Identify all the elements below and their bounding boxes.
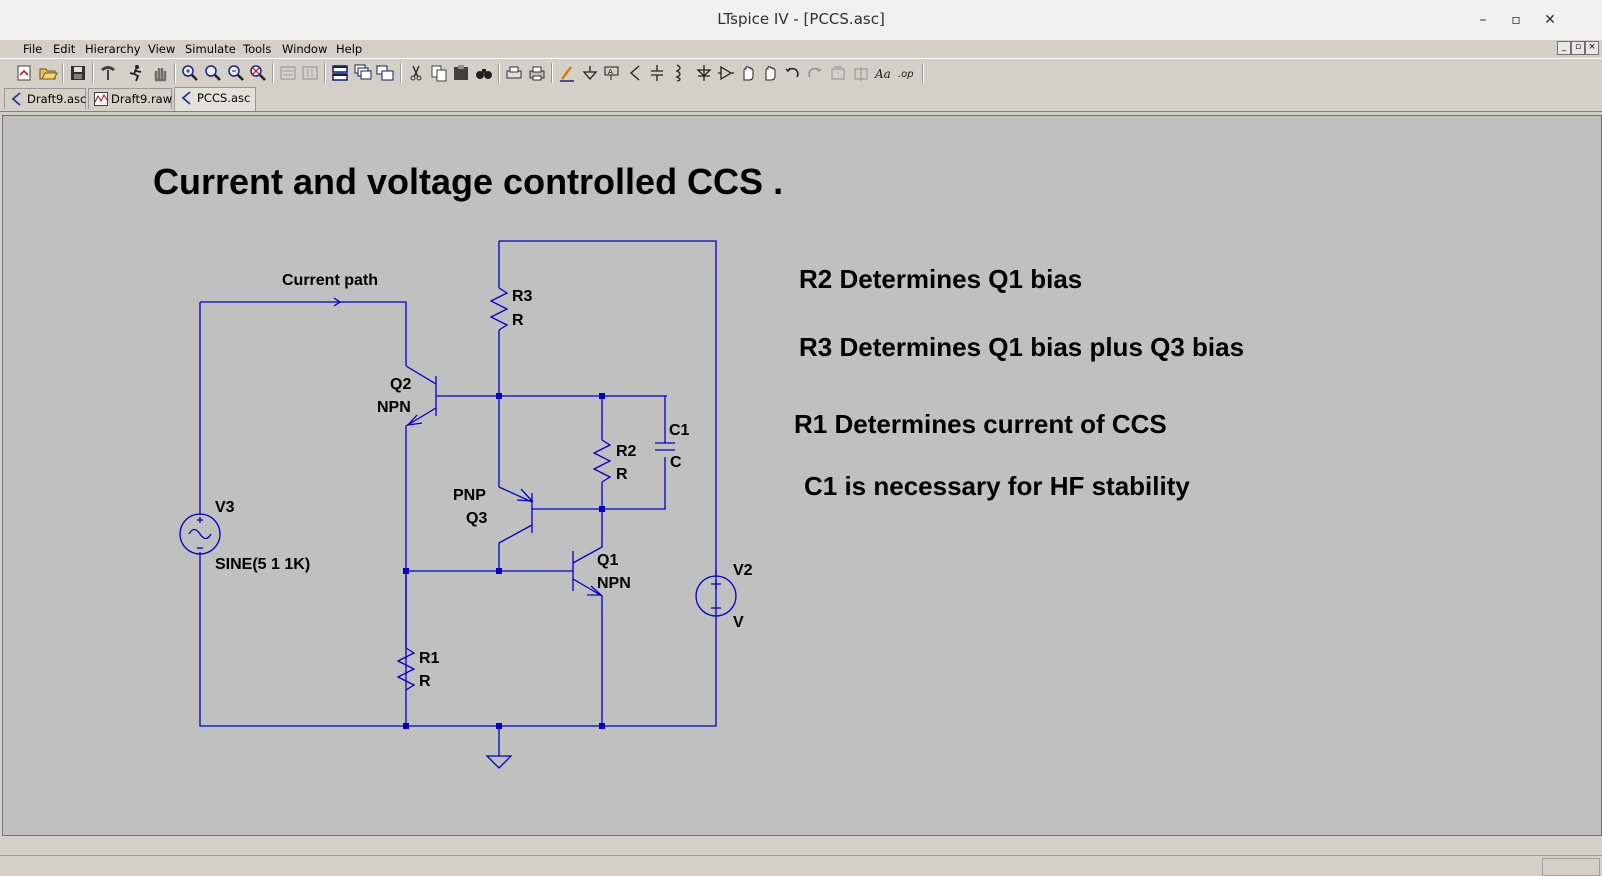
menu-window[interactable]: Window [282, 42, 328, 56]
current-path-label: Current path [282, 272, 378, 289]
schematic-heading: Current and voltage controlled CCS . [153, 161, 784, 202]
component-icon[interactable] [716, 63, 736, 83]
document-tabs: Draft9.asc Draft9.raw PCCS.asc [0, 87, 1602, 112]
svg-text:Aa: Aa [874, 67, 891, 81]
draw-wire-icon[interactable] [557, 63, 577, 83]
title-bar: LTspice IV - [PCCS.asc] – ▫ ✕ [0, 0, 1602, 41]
redo-icon[interactable] [805, 63, 825, 83]
tile-vertical-icon[interactable] [375, 63, 395, 83]
menu-file[interactable]: File [23, 42, 43, 56]
paste-icon[interactable] [451, 63, 471, 83]
v3-value[interactable]: SINE(5 1 1K) [215, 556, 311, 573]
note-c1: C1 is necessary for HF stability [804, 471, 1190, 501]
tab-draft9-raw[interactable]: Draft9.raw [88, 88, 172, 109]
window-title: LTspice IV - [PCCS.asc] [717, 10, 885, 28]
menu-hierarchy[interactable]: Hierarchy [85, 42, 141, 56]
autorange-x-icon[interactable] [278, 63, 298, 83]
q2-type[interactable]: NPN [377, 399, 411, 416]
halt-icon[interactable] [150, 63, 170, 83]
minimize-button[interactable]: – [1479, 12, 1487, 28]
r3-name[interactable]: R3 [512, 288, 533, 305]
pan-icon[interactable] [203, 63, 223, 83]
new-schematic-icon[interactable] [14, 63, 34, 83]
menu-view[interactable]: View [148, 42, 176, 56]
print-preview-icon[interactable] [504, 63, 524, 83]
drag-icon[interactable] [760, 63, 780, 83]
ground-icon[interactable] [580, 63, 600, 83]
tab-label: Draft9.asc [27, 92, 87, 106]
r3-value[interactable]: R [512, 312, 524, 329]
schematic-wires [179, 240, 737, 769]
inductor-icon[interactable] [669, 63, 689, 83]
q2-name[interactable]: Q2 [390, 376, 412, 393]
resistor-icon[interactable] [625, 63, 645, 83]
label-net-icon[interactable]: A [602, 63, 622, 83]
open-icon[interactable] [38, 63, 58, 83]
print-icon[interactable] [527, 63, 547, 83]
find-icon[interactable] [474, 63, 494, 83]
q3-name[interactable]: Q3 [466, 510, 488, 527]
autorange-y-icon[interactable] [300, 63, 320, 83]
svg-text:.op: .op [898, 69, 914, 80]
q3-type[interactable]: PNP [453, 487, 486, 504]
capacitor-icon[interactable] [647, 63, 667, 83]
r1-name[interactable]: R1 [419, 650, 440, 667]
toolbar: A Aa .op [0, 58, 1602, 87]
q1-type[interactable]: NPN [597, 575, 631, 592]
waveform-icon [94, 92, 108, 106]
save-icon[interactable] [68, 63, 88, 83]
c1-value[interactable]: C [670, 454, 682, 471]
run-icon[interactable] [126, 63, 146, 83]
zoom-fit-icon[interactable] [248, 63, 268, 83]
rotate-icon[interactable] [828, 63, 848, 83]
cascade-icon[interactable] [353, 63, 373, 83]
menu-simulate[interactable]: Simulate [185, 42, 236, 56]
spice-directive-icon[interactable]: .op [896, 63, 916, 83]
tab-label: Draft9.raw [111, 92, 173, 106]
r2-value[interactable]: R [616, 466, 628, 483]
status-bar [0, 855, 1602, 876]
tab-draft9-asc[interactable]: Draft9.asc [4, 88, 86, 109]
q1-name[interactable]: Q1 [597, 552, 619, 569]
mdi-minimize-button[interactable]: _ [1557, 41, 1571, 55]
tab-label: PCCS.asc [197, 91, 251, 105]
v3-name[interactable]: V3 [215, 499, 235, 516]
menu-bar: File Edit Hierarchy View Simulate Tools … [0, 40, 1602, 58]
tile-horizontal-icon[interactable] [330, 63, 350, 83]
control-panel-icon[interactable] [98, 63, 118, 83]
note-r1: R1 Determines current of CCS [794, 409, 1167, 439]
mirror-icon[interactable] [851, 63, 871, 83]
r2-name[interactable]: R2 [616, 443, 637, 460]
schematic-icon [11, 92, 21, 106]
menu-tools[interactable]: Tools [243, 42, 272, 56]
text-icon[interactable]: Aa [873, 63, 893, 83]
menu-help[interactable]: Help [336, 42, 363, 56]
note-r3: R3 Determines Q1 bias plus Q3 bias [799, 332, 1245, 362]
c1-name[interactable]: C1 [669, 422, 690, 439]
cut-icon[interactable] [406, 63, 426, 83]
svg-text:A: A [608, 68, 613, 76]
mdi-restore-button[interactable]: ▫ [1571, 41, 1585, 55]
schematic-icon [181, 91, 191, 105]
v2-value[interactable]: V [733, 614, 744, 631]
zoom-out-icon[interactable] [226, 63, 246, 83]
menu-edit[interactable]: Edit [53, 42, 76, 56]
status-panel [1542, 858, 1600, 876]
note-r2: R2 Determines Q1 bias [799, 264, 1083, 294]
close-button[interactable]: ✕ [1544, 12, 1556, 28]
mdi-close-button[interactable]: × [1585, 41, 1599, 55]
maximize-button[interactable]: ▫ [1511, 12, 1521, 28]
v2-name[interactable]: V2 [733, 562, 753, 579]
copy-icon[interactable] [429, 63, 449, 83]
diode-icon[interactable] [694, 63, 714, 83]
undo-icon[interactable] [782, 63, 802, 83]
zoom-in-icon[interactable] [180, 63, 200, 83]
r1-value[interactable]: R [419, 673, 431, 690]
move-icon[interactable] [738, 63, 758, 83]
schematic-canvas[interactable]: Current and voltage controlled CCS . R2 … [2, 115, 1602, 836]
tab-pccs-asc[interactable]: PCCS.asc [174, 87, 256, 111]
